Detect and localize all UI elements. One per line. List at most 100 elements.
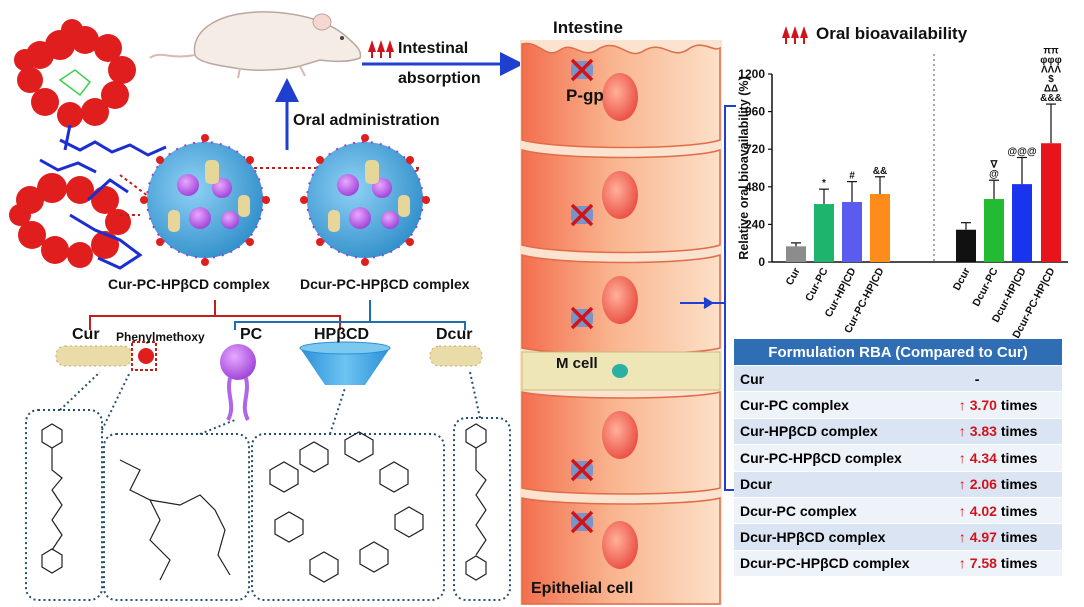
rba-value-cell: ↑ 4.97 times — [952, 523, 1062, 551]
result-bracket — [680, 105, 736, 491]
intestinal-absorption-label-2: absorption — [398, 70, 481, 87]
y-tick-label: 720 — [745, 142, 765, 156]
significance-mark: $ — [1048, 74, 1054, 85]
rba-formulation-cell: Dcur — [734, 470, 953, 498]
rba-number: 4.97 — [969, 529, 997, 546]
pgp-blocked-icons — [570, 58, 594, 534]
x-tick-label: Dcur — [951, 266, 973, 293]
rba-number: 3.70 — [969, 397, 997, 414]
significance-mark: # — [849, 171, 855, 182]
rba-table-row: Cur- — [734, 364, 1062, 392]
epithelial-cell-label: Epithelial cell — [531, 580, 634, 597]
dcur-complex-sphere — [300, 134, 430, 266]
rba-table-row: Cur-PC-HPβCD complex↑ 4.34 times — [734, 444, 1062, 472]
rba-number: 7.58 — [969, 555, 997, 572]
rba-unit: times — [996, 529, 1038, 546]
rba-table-row: Cur-HPβCD complex↑ 3.83 times — [734, 417, 1062, 445]
rba-number: 2.06 — [969, 476, 997, 493]
pc-label: PC — [240, 326, 263, 343]
rba-table-row: Cur-PC complex↑ 3.70 times — [734, 391, 1062, 419]
rba-unit: times — [996, 555, 1038, 572]
rba-formulation-cell: Cur-HPβCD complex — [734, 417, 953, 445]
up-arrow-icon: ↑ — [958, 502, 970, 519]
bar — [1012, 184, 1032, 262]
bar — [956, 229, 976, 262]
rba-value-cell: - — [952, 364, 1062, 392]
rba-formulation-cell: Dcur-PC complex — [734, 496, 953, 524]
hpbcd-cone-icon — [299, 341, 391, 385]
rba-formulation-cell: Cur-PC-HPβCD complex — [734, 444, 953, 472]
m-cell-label: M cell — [556, 355, 598, 372]
intestine-epithelium — [520, 40, 722, 605]
pc-phospholipid-icon — [220, 344, 256, 421]
significance-mark: @@@ — [1007, 147, 1037, 158]
significance-mark: &&& — [1040, 93, 1062, 104]
rba-table-row: Dcur-HPβCD complex↑ 4.97 times — [734, 523, 1062, 551]
up-arrow-icon: ↑ — [958, 529, 970, 546]
significance-mark: && — [873, 166, 887, 177]
y-tick-label: 240 — [745, 217, 765, 231]
bar — [870, 194, 890, 262]
cur-label: Cur — [72, 326, 100, 343]
significance-mark: * — [822, 178, 826, 189]
significance-mark: ∇ — [990, 160, 999, 171]
rba-formulation-cell: Cur-PC complex — [734, 391, 953, 419]
bioavailability-up-arrows-icon — [782, 26, 808, 44]
dcur-label: Dcur — [436, 326, 473, 343]
up-arrow-icon: ↑ — [958, 476, 970, 493]
up-arrow-icon: ↑ — [958, 397, 970, 414]
rba-formulation-cell: Dcur-PC-HPβCD complex — [734, 549, 953, 577]
bar — [814, 204, 834, 262]
rba-value-cell: ↑ 4.02 times — [952, 496, 1062, 524]
oral-bioavailability-label: Oral bioavailability — [816, 24, 968, 43]
rba-table-row: Dcur-PC-HPβCD complex↑ 7.58 times — [734, 549, 1062, 577]
x-tick-label: Cur — [784, 266, 803, 288]
cur-complex-sphere — [140, 134, 270, 266]
rba-value-cell: ↑ 3.83 times — [952, 417, 1062, 445]
bar — [984, 199, 1004, 262]
bar — [842, 201, 862, 262]
rba-formulation-cell: Dcur-HPβCD complex — [734, 523, 953, 551]
y-tick-label: 960 — [745, 105, 765, 119]
bar — [1041, 143, 1061, 262]
chemical-structure-sketches — [41, 423, 487, 583]
y-tick-label: 0 — [758, 255, 765, 269]
rba-unit: times — [996, 476, 1038, 493]
cur-molecule-icon — [55, 341, 157, 371]
rba-value-cell: ↑ 2.06 times — [952, 470, 1062, 498]
mouse-illustration — [149, 11, 362, 79]
up-arrow-icon: ↑ — [958, 423, 970, 440]
bar — [786, 246, 806, 262]
rba-number: 3.83 — [969, 423, 997, 440]
oral-administration-label: Oral administration — [293, 112, 440, 129]
significance-mark: @ — [989, 169, 999, 180]
rba-formulation-cell: Cur — [734, 364, 953, 392]
x-tick-label: Cur-PC — [803, 265, 831, 303]
rba-table-row: Dcur↑ 2.06 times — [734, 470, 1062, 498]
significance-mark: φφφ — [1040, 55, 1061, 66]
intestine-label: Intestine — [553, 18, 623, 37]
molecular-model-bottom — [9, 173, 143, 270]
rba-number: 4.34 — [969, 449, 997, 466]
significance-mark: ΛΛΛ — [1041, 65, 1061, 76]
rba-number: 4.02 — [969, 502, 997, 519]
cur-complex-label: Cur-PC-HPβCD complex — [108, 276, 270, 292]
dcur-molecule-icon — [429, 345, 483, 367]
x-tick-label: Dcur-PC — [970, 265, 1001, 308]
triple-up-arrows-icon — [368, 40, 394, 58]
rba-table: Formulation RBA (Compared to Cur) Cur-Cu… — [734, 339, 1062, 577]
y-axis-label: Relative oral bioavailability (%) — [737, 76, 751, 259]
significance-mark: ππ — [1043, 46, 1059, 57]
rba-unit: times — [996, 449, 1038, 466]
rba-table-row: Dcur-PC complex↑ 4.02 times — [734, 496, 1062, 524]
rba-unit: times — [996, 502, 1038, 519]
rba-value-cell: ↑ 7.58 times — [952, 549, 1062, 577]
up-arrow-icon: ↑ — [958, 555, 970, 572]
up-arrow-icon: ↑ — [958, 449, 970, 466]
y-tick-label: 1200 — [738, 67, 765, 81]
structure-boxes — [25, 371, 511, 601]
rba-value-cell: ↑ 4.34 times — [952, 444, 1062, 472]
pgp-label: P-gp — [566, 86, 604, 105]
